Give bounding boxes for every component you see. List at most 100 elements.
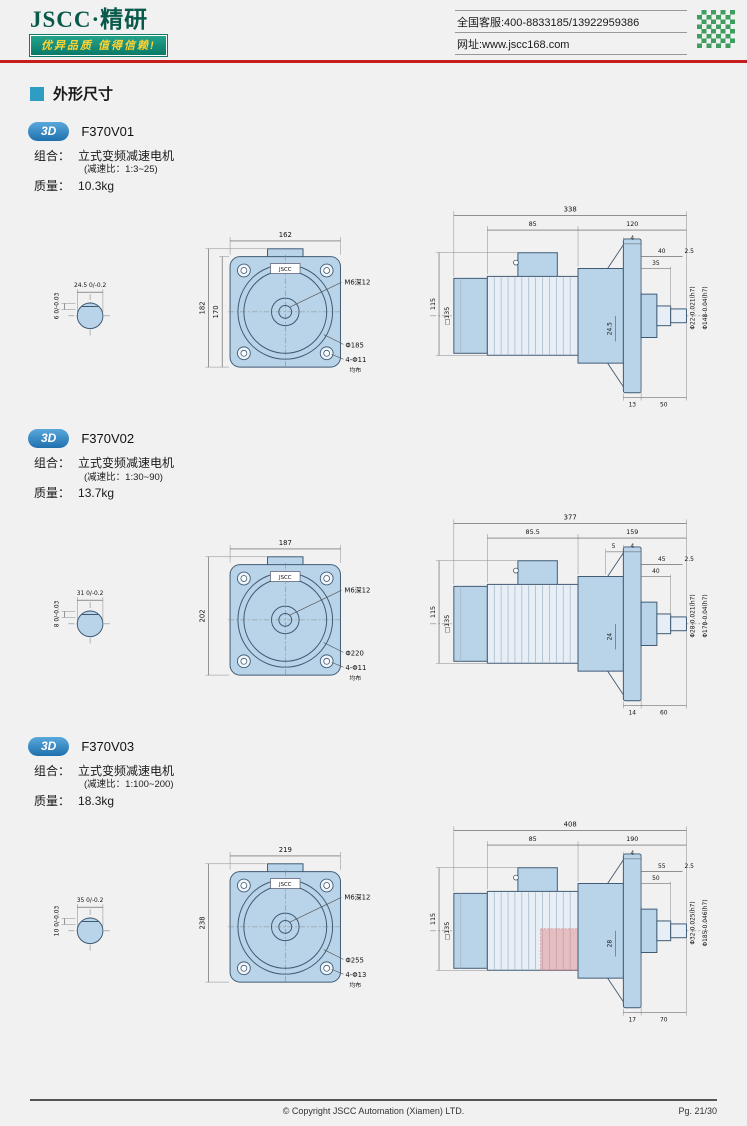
drawing-f370v01: 6 0/-0.03 24.5 0/-0.2 JSCC M6深12 Φ185 4-… <box>55 206 711 409</box>
dim-across-key: 31 0/-0.2 <box>77 591 104 597</box>
side-view: 338 85 120 4 40 35 2.5 24.5 13 50 115 □1… <box>429 206 711 409</box>
shaft-end-view: 8 0/-0.03 31 0/-0.2 <box>55 591 112 646</box>
drawing-f370v02: 8 0/-0.03 31 0/-0.2 JSCC M6深12 Φ220 4-Φ1… <box>55 513 711 716</box>
dim-mid: 24.5 <box>608 322 614 335</box>
footer-divider <box>30 1099 717 1101</box>
shaft-end-view: 10 0/-0.03 35 0/-0.2 <box>55 898 112 953</box>
dim-front-width: 219 <box>279 846 292 854</box>
label-holes: 4-Φ11 <box>345 664 366 672</box>
dim-seg1: 85.5 <box>526 528 540 536</box>
combo-label: 组合： <box>34 149 71 164</box>
brand-checker-icon <box>697 10 735 48</box>
model-block-f370v01: 3D F370V01 组合：立式变频减速电机 (减速比：1:3~25) 质量：1… <box>28 122 719 411</box>
label-bolt-circle: Φ185 <box>345 342 364 350</box>
combo-value: 立式变频减速电机 <box>78 456 175 471</box>
dim-seg1: 85 <box>529 220 537 228</box>
dim-mid: 24 <box>608 632 614 640</box>
model-code: F370V03 <box>81 738 135 754</box>
dim-seg2: 159 <box>626 528 638 536</box>
front-view: JSCC M6深12 Φ220 4-Φ11 均布 187 202 <box>198 538 370 681</box>
label-frame-size: □135 <box>443 614 451 632</box>
dim-d3: 2.5 <box>684 864 694 870</box>
front-logo: JSCC <box>278 267 292 273</box>
dim-front-height-inner: 170 <box>212 306 220 319</box>
dim-d2: 40 <box>652 569 660 575</box>
header: JSCC·精研 优异品质 值得信赖! 全国客服:400-8833185/1392… <box>0 0 747 58</box>
label-shaft-dia: Φ22-0.021(h7) <box>690 287 696 330</box>
dim-key-width: 6 0/-0.03 <box>55 293 61 320</box>
model-code: F370V02 <box>81 431 135 447</box>
label-shaft-dia: Φ28-0.021(h7) <box>690 594 696 637</box>
dim-seg1: 85 <box>529 835 537 843</box>
front-view: JSCC M6深12 Φ255 4-Φ13 均布 219 238 <box>198 846 370 989</box>
dim-front-height: 202 <box>198 609 206 622</box>
label-tap: M6深12 <box>344 585 370 594</box>
dim-b1: 17 <box>628 1017 636 1023</box>
dim-small: 4 <box>630 851 634 857</box>
dim-body-height: 115 <box>429 913 437 925</box>
dim-seg2: 120 <box>626 220 638 228</box>
dim-b2: 60 <box>660 710 668 716</box>
label-shaft-dia: Φ32-0.025(h7) <box>690 901 696 944</box>
copyright: © Copyright JSCC Automation (Xiamen) LTD… <box>282 1106 465 1116</box>
dim-d3: 2.5 <box>684 557 694 563</box>
dim-d2: 50 <box>652 876 660 882</box>
dim-b1: 14 <box>628 710 636 716</box>
badge-3d[interactable]: 3D <box>28 429 70 449</box>
dim-front-width: 187 <box>279 538 292 546</box>
label-holes-note: 均布 <box>349 981 361 989</box>
model-block-f370v03: 3D F370V03 组合：立式变频减速电机 (减速比：1:100~200) 质… <box>28 736 719 1026</box>
dim-d3: 2.5 <box>684 250 694 256</box>
front-logo: JSCC <box>278 574 292 580</box>
label-frame-size: □135 <box>443 921 451 939</box>
dim-d1: 40 <box>658 250 666 256</box>
dim-key-width: 8 0/-0.03 <box>55 600 61 627</box>
dim-front-width: 162 <box>279 231 292 239</box>
dim-total-length: 377 <box>564 513 577 521</box>
mass-label: 质量： <box>34 793 71 808</box>
label-holes-note: 均布 <box>349 366 361 374</box>
front-logo: JSCC <box>278 882 292 888</box>
dim-front-height: 238 <box>198 916 206 929</box>
ratio-note: (减速比：1:100~200) <box>84 778 174 790</box>
dim-body-height: 115 <box>429 298 437 310</box>
combo-label: 组合： <box>34 456 71 471</box>
label-bolt-circle: Φ220 <box>345 649 364 657</box>
badge-3d[interactable]: 3D <box>28 122 70 142</box>
model-info: 组合：立式变频减速电机 (减速比：1:30~90) 质量：13.7kg <box>34 455 719 501</box>
section-bullet-icon <box>30 86 44 101</box>
dim-mid: 28 <box>608 939 614 947</box>
label-holes: 4-Φ13 <box>345 971 366 979</box>
dim-b2: 50 <box>660 403 668 409</box>
mass-label: 质量： <box>34 486 71 501</box>
dim-across-key: 35 0/-0.2 <box>77 898 104 904</box>
section-title: 外形尺寸 <box>53 86 114 104</box>
dim-total-length: 408 <box>564 820 577 828</box>
side-view: 377 85.5 159 5 4 45 40 2.5 24 14 60 <box>429 513 711 716</box>
section-heading: 外形尺寸 <box>30 83 747 104</box>
dim-b1: 13 <box>628 403 636 409</box>
front-view: JSCC M6深12 Φ185 4-Φ11 均布 162 182 170 <box>198 231 370 374</box>
dim-d1: 45 <box>658 557 666 563</box>
dim-body-height: 115 <box>429 605 437 617</box>
brake-region <box>540 928 579 971</box>
contact-block: 全国客服:400-8833185/13922959386 网址:www.jscc… <box>455 10 687 55</box>
model-info: 组合：立式变频减速电机 (减速比：1:100~200) 质量：18.3kg <box>34 763 719 809</box>
model-code: F370V01 <box>81 124 135 140</box>
mass-label: 质量： <box>34 179 71 194</box>
page-number: Pg. 21/30 <box>678 1106 717 1116</box>
model-block-f370v02: 3D F370V02 组合：立式变频减速电机 (减速比：1:30~90) 质量：… <box>28 429 719 718</box>
brand-logo: JSCC·精研 <box>30 7 149 32</box>
drawing-f370v03: 10 0/-0.03 35 0/-0.2 JSCC M6深12 Φ255 4-Φ… <box>55 820 711 1023</box>
dim-seg2: 190 <box>626 835 638 843</box>
mass-value: 10.3kg <box>78 179 115 194</box>
label-holes-note: 均布 <box>349 674 361 682</box>
badge-3d[interactable]: 3D <box>28 736 70 756</box>
dim-small1: 5 <box>612 543 616 549</box>
footer: © Copyright JSCC Automation (Xiamen) LTD… <box>0 1099 747 1116</box>
dim-across-key: 24.5 0/-0.2 <box>74 284 107 290</box>
dim-total-length: 338 <box>564 206 577 214</box>
dim-d1: 55 <box>658 864 666 870</box>
label-spigot-dia: Φ148-0.04(h7) <box>703 287 709 330</box>
label-tap: M6深12 <box>344 278 370 287</box>
